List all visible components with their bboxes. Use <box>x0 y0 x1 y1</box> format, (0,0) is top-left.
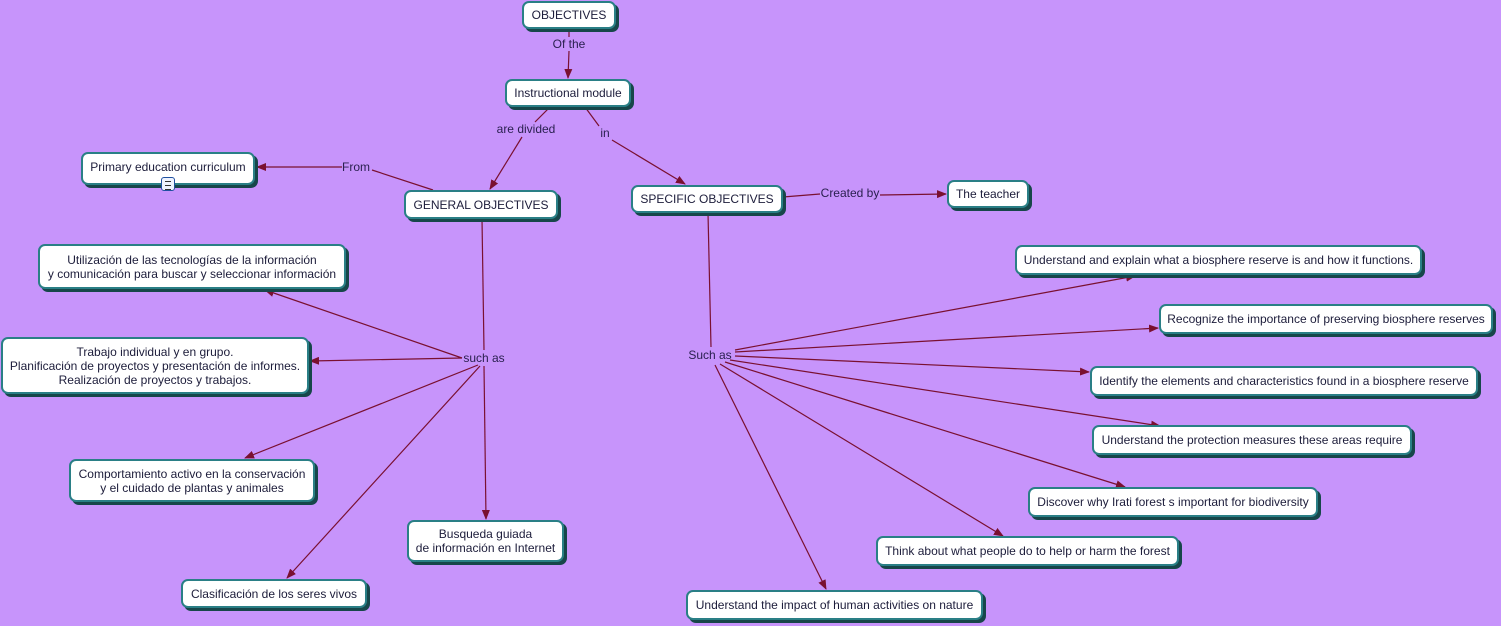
link-such-as-specific[interactable]: Such as <box>688 348 732 362</box>
general-item[interactable]: Trabajo individual y en grupo. Planifica… <box>1 337 309 394</box>
link-line <box>534 106 551 123</box>
general-item[interactable]: Utilización de las tecnologías de la inf… <box>38 244 346 289</box>
link-arrow <box>734 355 1090 376</box>
link-from[interactable]: From <box>342 160 370 174</box>
link-arrow <box>729 359 1161 429</box>
link-arrow <box>719 363 1004 537</box>
general-item[interactable]: Clasificación de los seres vivos <box>181 579 367 608</box>
document-resource-icon[interactable] <box>161 177 175 191</box>
specific-item[interactable]: Think about what people do to help or ha… <box>876 536 1179 566</box>
specific-item[interactable]: Identify the elements and characteristic… <box>1090 366 1478 396</box>
link-arrow <box>481 365 490 520</box>
link-arrow <box>734 324 1159 353</box>
link-arrow <box>264 289 463 359</box>
general-item[interactable]: Comportamiento activo en la conservación… <box>69 459 315 502</box>
link-arrow <box>714 364 827 590</box>
specific-item[interactable]: Understand and explain what a biosphere … <box>1015 245 1422 275</box>
link-in[interactable]: in <box>600 126 610 140</box>
link-are-divided[interactable]: are divided <box>496 122 556 136</box>
link-arrow <box>286 365 481 579</box>
link-such-as-general[interactable]: such as <box>463 351 505 365</box>
specific-item[interactable]: Discover why Irati forest s important fo… <box>1028 487 1318 517</box>
link-arrow <box>244 364 479 459</box>
link-line <box>782 193 821 198</box>
link-line <box>584 106 600 127</box>
link-line <box>481 218 485 351</box>
link-created-by[interactable]: Created by <box>820 186 880 200</box>
specific-item[interactable]: Recognize the importance of preserving b… <box>1159 304 1493 334</box>
concept-objectives[interactable]: OBJECTIVES <box>522 1 616 29</box>
specific-item[interactable]: Understand the protection measures these… <box>1092 425 1412 455</box>
link-arrow <box>734 273 1136 351</box>
link-arrow <box>564 50 573 79</box>
concept-primary-curriculum[interactable]: Primary education curriculum <box>81 152 255 185</box>
link-arrow <box>611 139 686 185</box>
link-arrow <box>724 361 1126 489</box>
concept-teacher[interactable]: The teacher <box>947 180 1029 208</box>
concept-instructional-module[interactable]: Instructional module <box>505 79 631 107</box>
link-line <box>707 212 712 348</box>
general-item[interactable]: Busqueda guiada de información en Intern… <box>407 520 564 562</box>
concept-specific-objectives[interactable]: SPECIFIC OBJECTIVES <box>631 185 783 213</box>
link-line <box>371 169 434 191</box>
concept-general-objectives[interactable]: GENERAL OBJECTIVES <box>404 190 558 219</box>
specific-item[interactable]: Understand the impact of human activitie… <box>686 590 983 620</box>
link-of-the[interactable]: Of the <box>552 37 586 51</box>
link-arrow <box>309 356 463 365</box>
link-arrow <box>879 190 947 199</box>
link-arrow <box>489 136 523 190</box>
